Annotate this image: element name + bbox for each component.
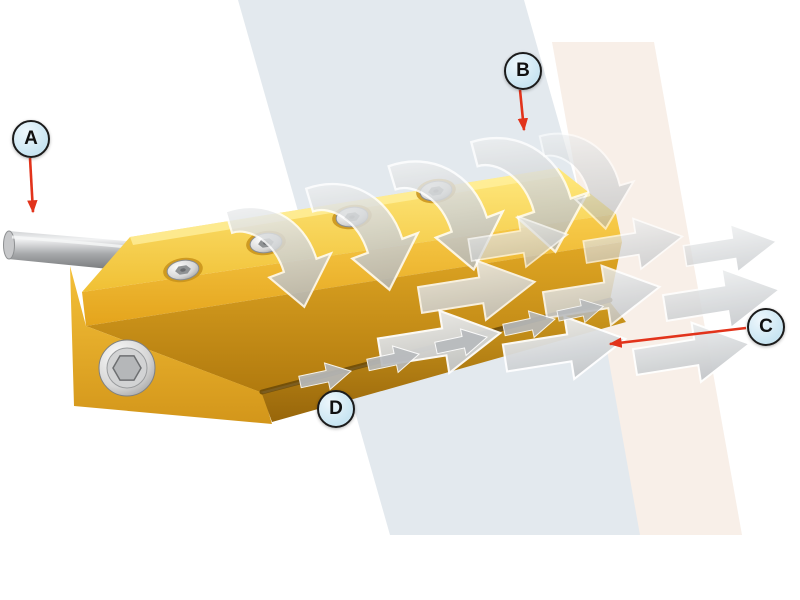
callout-d-letter: D xyxy=(329,398,343,419)
callout-b: B xyxy=(504,52,542,90)
output-air-arrow-icon xyxy=(680,216,782,281)
callout-pointers xyxy=(27,89,747,348)
body-top-face xyxy=(82,168,616,292)
pointer-b-arrow-icon xyxy=(517,89,529,132)
callout-c: C xyxy=(747,308,785,346)
callout-a: A xyxy=(12,120,50,158)
tube-end-cap xyxy=(3,230,15,260)
pointer-c-arrow-icon xyxy=(608,326,747,348)
callout-b-letter: B xyxy=(516,60,530,81)
pointer-a-arrow-icon xyxy=(27,157,38,214)
hex-socket-screw-icon xyxy=(98,339,156,397)
callout-d: D xyxy=(317,390,355,428)
callout-a-letter: A xyxy=(24,128,38,149)
callout-c-letter: C xyxy=(759,316,773,337)
